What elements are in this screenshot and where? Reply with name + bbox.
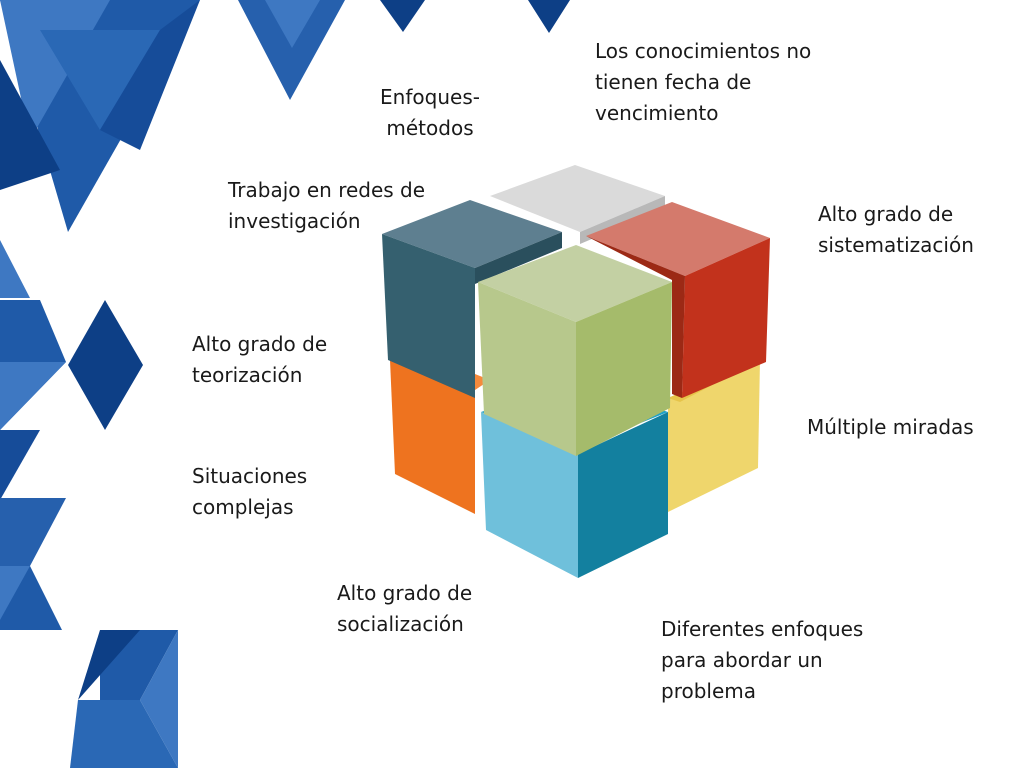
bg-shape [0,498,66,566]
label-diferentes-enfoques: Diferentes enfoques para abordar un prob… [661,617,864,703]
label-miradas: Múltiple miradas [807,415,974,439]
bg-shape [40,30,160,130]
cube-green-side [576,282,672,456]
bg-shape [68,300,143,430]
bg-shape [265,0,320,48]
label-enfoques-metodos: Enfoques- métodos [380,85,480,140]
bg-shape [70,700,178,768]
label-socializacion: Alto grado de socialización [337,581,473,636]
bg-shape [78,630,140,700]
bg-shape [140,630,178,768]
label-situaciones: Situaciones complejas [192,464,308,519]
cube-green-top [478,245,672,322]
cube-lightblue-front [481,412,578,578]
bg-shape [0,362,66,430]
label-sistematizacion: Alto grado de sistematización [818,202,974,257]
cube-yellow-front [668,360,760,512]
bg-shape [0,60,60,190]
bg-shape [0,430,40,500]
bg-shape [528,0,570,33]
cube-red-top [586,202,770,276]
cube-green-front [478,282,576,456]
bg-shape [238,0,345,100]
cube-orange-front [390,360,475,514]
bg-shape [0,240,30,298]
label-teorizacion: Alto grado de teorización [192,332,328,387]
bg-shape [380,0,425,32]
cube-slate-side [475,232,562,284]
label-conocimientos: Los conocimientos no tienen fecha de ven… [595,39,812,125]
bg-shape [100,0,200,150]
cube-red-front [586,236,685,398]
cube-teal-side [578,412,668,578]
cube-slate-top [382,200,562,268]
bg-shape [0,566,30,620]
cube-red-side [682,238,770,398]
cube-gray-top [490,165,665,232]
cube-slate-front [382,234,475,398]
label-trabajo-redes: Trabajo en redes de investigación [228,178,426,233]
